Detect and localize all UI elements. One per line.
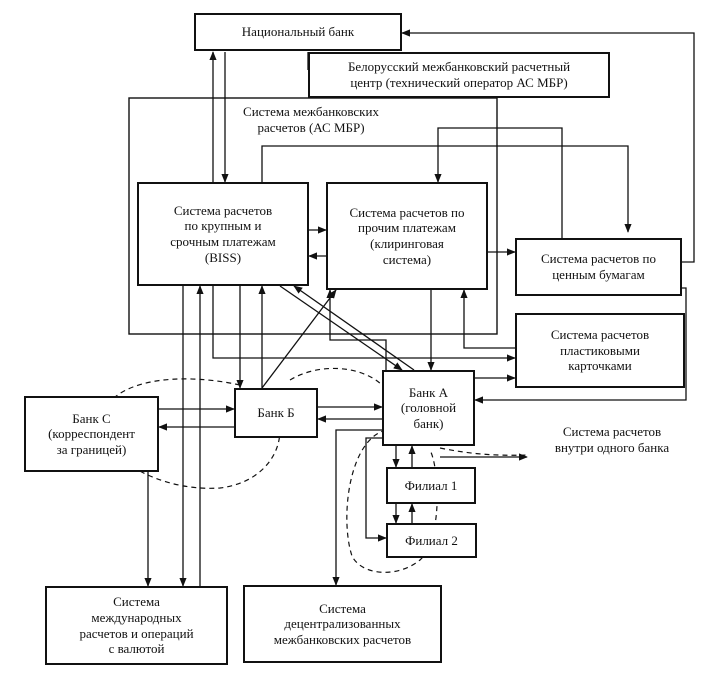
link-cards-to-clearing: [460, 289, 515, 349]
link-bank-a-to-biss: [293, 285, 415, 371]
link-bank-a-to-decentralized: [332, 429, 382, 586]
decentralized-system-box: Система децентрализованных межбанковских…: [243, 585, 442, 663]
bank-c-box: Банк С (корреспондент за границей): [24, 396, 159, 472]
link-biss-to-bank-a: [279, 285, 403, 371]
clearing-system-box: Система расчетов по прочим платежам (кли…: [326, 182, 488, 290]
as-mbr-frame: [128, 97, 498, 335]
intra-bank-system-label: Система расчетов внутри одного банка: [554, 424, 670, 455]
as-mbr-label: Система межбанковских расчетов (АС МБР): [243, 104, 379, 135]
link-loop-clearing: [434, 127, 563, 238]
dashed-loop-branches-intra: [439, 447, 528, 456]
securities-system-box: Система расчетов по ценным бумагам: [515, 238, 682, 296]
bank-a-box: Банк А (головной банк): [382, 370, 475, 446]
branch-1-box: Филиал 1: [386, 467, 476, 504]
link-bank-a-to-branch2: [365, 437, 387, 542]
branch-2-box: Филиал 2: [386, 523, 477, 558]
card-system-box: Система расчетов пластиковыми карточками: [515, 313, 685, 388]
link-biss-to-cards: [212, 286, 516, 362]
link-securities-to-bank-a: [474, 287, 687, 404]
dashed-loop-bank-b-a: [289, 367, 383, 386]
national-bank-box: Национальный банк: [194, 13, 402, 51]
link-bank-b-to-clearing: [261, 289, 337, 389]
international-system-box: Система международных расчетов и операци…: [45, 586, 228, 665]
bank-b-box: Банк Б: [234, 388, 318, 438]
link-bank-a-to-clearing-left: [326, 289, 387, 370]
link-securities-to-nb: [401, 29, 695, 263]
link-loop-securities: [261, 145, 632, 233]
bmrc-box: Белорусский межбанковский расчетный цент…: [308, 52, 610, 98]
biss-box: Система расчетов по крупным и срочным пл…: [137, 182, 309, 286]
dashed-loop-bank-a-branches: [346, 429, 438, 573]
